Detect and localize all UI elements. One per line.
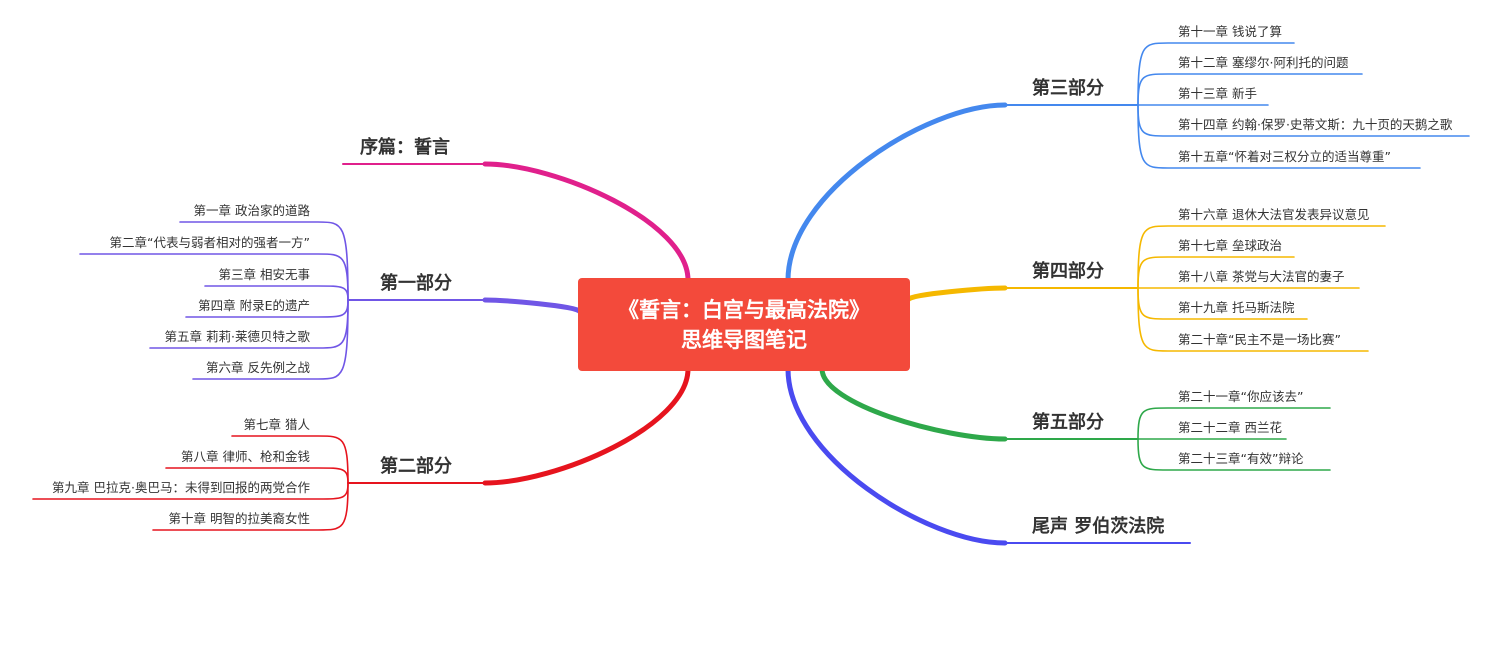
- part2-chapter-item[interactable]: 第十章 明智的拉美裔女性: [168, 511, 310, 526]
- part4-chapter-item[interactable]: 第十八章 茶党与大法官的妻子: [1178, 269, 1345, 284]
- part1-chapter-item[interactable]: 第二章“代表与弱者相对的强者一方”: [109, 235, 310, 250]
- part3-child-connector: [1137, 73, 1363, 106]
- part1-topic[interactable]: 第一部分: [380, 273, 452, 294]
- part2-chapter-item[interactable]: 第八章 律师、枪和金钱: [181, 449, 310, 464]
- part3-chapter-item[interactable]: 第十五章“怀着对三权分立的适当尊重”: [1178, 149, 1391, 164]
- part5-child-connector: [1137, 407, 1331, 440]
- part2-chapter-item[interactable]: 第七章 猎人: [243, 417, 310, 432]
- part3-chapter-item[interactable]: 第十三章 新手: [1178, 86, 1257, 101]
- part1-chapter-item[interactable]: 第五章 莉莉·莱德贝特之歌: [164, 329, 310, 344]
- part2-main-connector: [482, 366, 691, 486]
- part4-main-connector: [905, 285, 1008, 303]
- central-topic-subtitle: 思维导图笔记: [681, 327, 807, 352]
- part4-chapter-item[interactable]: 第十九章 托马斯法院: [1178, 300, 1295, 315]
- part4-chapter-item[interactable]: 第十七章 垒球政治: [1178, 238, 1282, 253]
- part2-chapter-item[interactable]: 第九章 巴拉克·奥巴马：未得到回报的两党合作: [52, 480, 310, 495]
- prologue-main-connector: [482, 161, 691, 283]
- part5-chapter-item[interactable]: 第二十二章 西兰花: [1178, 420, 1282, 435]
- part4-topic[interactable]: 第四部分: [1032, 261, 1104, 282]
- part3-topic[interactable]: 第三部分: [1032, 78, 1104, 99]
- part1-chapter-item[interactable]: 第六章 反先例之战: [206, 360, 310, 375]
- part3-chapter-item[interactable]: 第十二章 塞缪尔·阿利托的问题: [1178, 55, 1349, 70]
- part5-chapter-item[interactable]: 第二十三章“有效”辩论: [1178, 451, 1304, 466]
- part3-child-connector: [1137, 104, 1421, 169]
- part3-chapter-item[interactable]: 第十一章 钱说了算: [1178, 24, 1282, 39]
- part2-child-connector: [165, 467, 349, 484]
- part4-child-connector: [1137, 225, 1386, 289]
- prologue-topic[interactable]: 序篇：誓言: [360, 137, 450, 158]
- epilogue-main-connector: [785, 366, 1008, 546]
- part5-child-connector: [1137, 438, 1331, 471]
- central-topic-title: 《誓言：白宫与最高法院》: [618, 297, 870, 322]
- part1-child-connector: [79, 253, 349, 301]
- epilogue-topic[interactable]: 尾声 罗伯茨法院: [1032, 516, 1165, 537]
- central-topic[interactable]: 《誓言：白宫与最高法院》 思维导图笔记: [578, 278, 910, 371]
- part4-chapter-item[interactable]: 第二十章“民主不是一场比赛”: [1178, 332, 1341, 347]
- part1-chapter-item[interactable]: 第一章 政治家的道路: [193, 203, 310, 218]
- part2-child-connector: [231, 435, 349, 484]
- part1-chapter-item[interactable]: 第四章 附录E的遗产: [198, 298, 310, 313]
- part3-child-connector: [1137, 42, 1295, 106]
- part4-child-connector: [1137, 287, 1369, 352]
- part1-main-connector: [482, 297, 583, 315]
- part1-child-connector: [192, 299, 349, 380]
- part4-child-connector: [1137, 256, 1295, 289]
- part3-main-connector: [785, 102, 1008, 283]
- part2-topic[interactable]: 第二部分: [380, 456, 452, 477]
- part5-main-connector: [819, 366, 1008, 442]
- part4-chapter-item[interactable]: 第十六章 退休大法官发表异议意见: [1178, 207, 1370, 222]
- part5-chapter-item[interactable]: 第二十一章“你应该去”: [1178, 389, 1304, 404]
- part2-child-connector: [152, 482, 349, 531]
- part1-child-connector: [204, 285, 349, 301]
- part5-topic[interactable]: 第五部分: [1032, 412, 1104, 433]
- part3-chapter-item[interactable]: 第十四章 约翰·保罗·史蒂文斯：九十页的天鹅之歌: [1178, 117, 1453, 132]
- part1-chapter-item[interactable]: 第三章 相安无事: [218, 267, 310, 282]
